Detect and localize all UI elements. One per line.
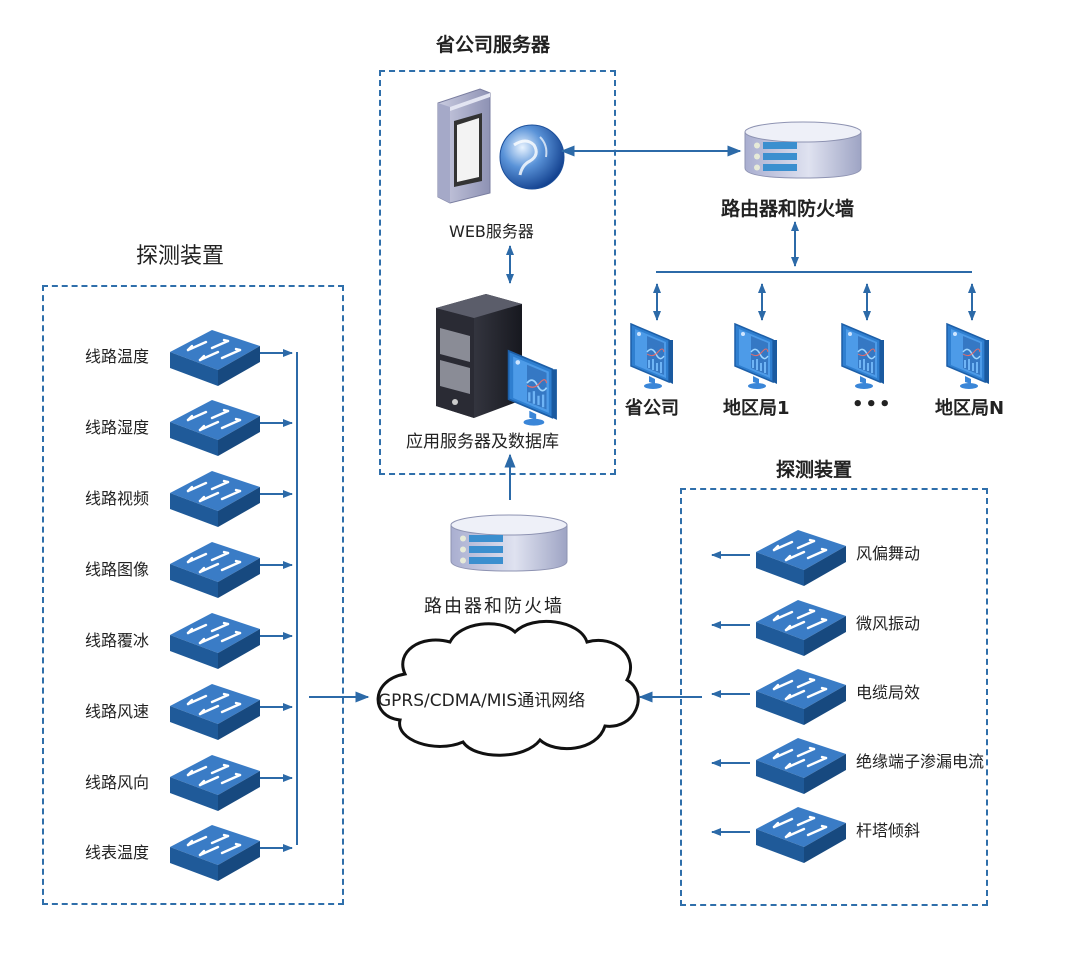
left-device-6-label: 线路风向	[85, 773, 150, 792]
app-server-icon	[436, 294, 558, 427]
right-device-0-switch-icon	[754, 528, 848, 588]
left-device-4-switch-icon	[168, 611, 262, 671]
left-device-3-label: 线路图像	[85, 560, 150, 579]
middle-router-icon	[450, 514, 568, 572]
network-cloud-icon	[376, 619, 640, 757]
middle-router-label: 路由器和防火墙	[424, 596, 564, 617]
web-server-icon	[437, 88, 565, 204]
left-device-5-switch-icon	[168, 682, 262, 742]
left-device-2-label: 线路视频	[85, 489, 150, 508]
terminal-1-monitor-icon	[734, 323, 778, 390]
top-router-label: 路由器和防火墙	[721, 198, 855, 220]
left-device-6-switch-icon	[168, 753, 262, 813]
right-device-4-switch-icon	[754, 805, 848, 865]
right-devices-group	[680, 488, 988, 906]
right-device-0-label: 风偏舞动	[856, 544, 921, 563]
left-device-3-switch-icon	[168, 540, 262, 600]
left-device-7-label: 线表温度	[85, 843, 150, 862]
right-device-4-label: 杆塔倾斜	[856, 821, 921, 840]
top-router-icon	[744, 121, 862, 179]
left-device-4-label: 线路覆冰	[85, 631, 150, 650]
left-device-0-label: 线路温度	[85, 347, 150, 366]
right-device-3-label: 绝缘端子渗漏电流	[856, 752, 985, 771]
province-server-title: 省公司服务器	[436, 34, 551, 56]
right-device-1-switch-icon	[754, 598, 848, 658]
terminal-0-monitor-icon	[630, 323, 674, 390]
left-device-7-switch-icon	[168, 823, 262, 883]
terminal-2-monitor-icon	[841, 323, 885, 390]
app-server-label: 应用服务器及数据库	[406, 432, 559, 452]
left-device-2-switch-icon	[168, 469, 262, 529]
right-devices-title: 探测装置	[776, 459, 853, 481]
right-device-2-label: 电缆局效	[856, 683, 921, 702]
left-device-1-label: 线路湿度	[85, 418, 150, 437]
left-device-5-label: 线路风速	[85, 702, 150, 721]
right-device-2-switch-icon	[754, 667, 848, 727]
web-server-label: WEB服务器	[449, 222, 534, 241]
province-server-group	[379, 70, 616, 475]
left-device-0-switch-icon	[168, 328, 262, 388]
left-devices-title: 探测装置	[136, 244, 225, 269]
terminal-0-label: 省公司	[625, 398, 679, 419]
left-devices-group	[42, 285, 344, 905]
left-device-1-switch-icon	[168, 398, 262, 458]
terminal-3-label: 地区局N	[935, 398, 1005, 419]
right-device-3-switch-icon	[754, 736, 848, 796]
terminal-2-label: •••	[852, 394, 893, 415]
right-device-1-label: 微风振动	[856, 614, 921, 633]
terminal-3-monitor-icon	[946, 323, 990, 390]
terminal-1-label: 地区局1	[723, 398, 790, 419]
network-cloud-label: GPRS/CDMA/MIS通讯网络	[378, 691, 586, 711]
